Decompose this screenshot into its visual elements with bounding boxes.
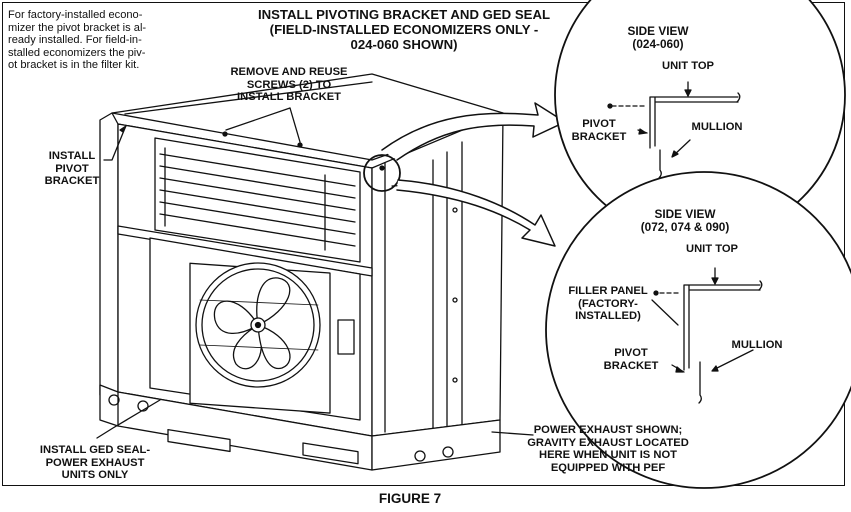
bottom-unit-top-label: UNIT TOP <box>685 243 738 255</box>
detail-circle-bottom <box>545 171 851 489</box>
figure-label: FIGURE 7 <box>378 491 442 506</box>
title-line-3: 024-060 SHOWN) <box>350 36 458 52</box>
label-line: BRACKET <box>571 130 627 143</box>
callout-line: EQUIPPED WITH PEF <box>550 461 666 474</box>
title-line-1: INSTALL PIVOTING BRACKET AND GED SEAL <box>257 7 551 22</box>
callout-line: REMOVE AND REUSE <box>230 66 348 78</box>
label-line: (FACTORY- <box>578 297 638 310</box>
callout-line: PIVOT <box>55 162 89 175</box>
callout-install-pivot-bracket: INSTALL PIVOT BRACKET <box>36 150 108 188</box>
callout-power-exhaust: POWER EXHAUST SHOWN; GRAVITY EXHAUST LOC… <box>520 424 696 474</box>
callout-line: INSTALL GED SEAL- <box>39 444 151 456</box>
pivot-bracket-location <box>363 154 401 192</box>
bottom-pivot-bracket-label: PIVOT BRACKET <box>598 347 664 372</box>
note-line: mizer the pivot bracket is al- <box>8 21 147 34</box>
label-line: PIVOT <box>582 118 616 130</box>
fan-guard-lines <box>199 299 319 351</box>
callout-line: SCREWS (2) TO <box>246 78 332 91</box>
louvers <box>159 147 356 251</box>
note-line: ot bracket is in the filter kit. <box>8 59 140 72</box>
top-detail-heading: SIDE VIEW (024-060) <box>608 24 708 52</box>
factory-install-note: For factory-installed econo- mizer the p… <box>8 9 184 72</box>
mid-rail <box>117 225 373 277</box>
callout-line: INSTALL <box>48 150 96 162</box>
callout-line: POWER EXHAUST <box>45 456 145 469</box>
fork-slot <box>167 428 231 453</box>
callout-line: GRAVITY EXHAUST LOCATED <box>527 436 689 449</box>
arrow-to-bottom-detail <box>396 179 556 247</box>
label-line: PIVOT <box>614 347 648 359</box>
callout-ged-seal: INSTALL GED SEAL- POWER EXHAUST UNITS ON… <box>22 444 168 482</box>
top-unit-top-label: UNIT TOP <box>661 60 714 72</box>
note-line: For factory-installed econo- <box>8 9 143 21</box>
top-detail-drawing <box>607 81 741 179</box>
heading-line: SIDE VIEW <box>654 207 716 221</box>
callout-line: BRACKET <box>44 175 100 188</box>
cabinet-right-side <box>371 112 504 437</box>
bottom-detail-drawing <box>651 267 763 404</box>
callout-line: POWER EXHAUST SHOWN; <box>533 424 683 436</box>
callout-remove-screws: REMOVE AND REUSE SCREWS (2) TO INSTALL B… <box>204 66 374 104</box>
filler-panel-label: FILLER PANEL (FACTORY- INSTALLED) <box>562 285 654 323</box>
figure-title: INSTALL PIVOTING BRACKET AND GED SEAL (F… <box>200 7 608 52</box>
label-line: INSTALLED) <box>575 310 641 323</box>
callout-line: UNITS ONLY <box>61 469 129 482</box>
heading-line: (024-060) <box>632 37 684 52</box>
note-line: ready installed. For field-in- <box>8 34 142 47</box>
heading-line: SIDE VIEW <box>627 24 689 38</box>
heading-line: (072, 074 & 090) <box>640 220 730 235</box>
callout-line: INSTALL BRACKET <box>237 91 341 104</box>
top-pivot-bracket-label: PIVOT BRACKET <box>566 118 632 143</box>
top-mullion-label: MULLION <box>691 121 743 133</box>
label-line: BRACKET <box>603 359 659 372</box>
bottom-detail-heading: SIDE VIEW (072, 074 & 090) <box>620 207 750 235</box>
note-line: stalled economizers the piv- <box>8 46 146 59</box>
title-line-2: (FIELD-INSTALLED ECONOMIZERS ONLY - <box>269 21 539 37</box>
label-line: FILLER PANEL <box>568 285 648 297</box>
callout-line: HERE WHEN UNIT IS NOT <box>539 449 677 462</box>
economizer-opening <box>154 137 361 263</box>
figure-frame <box>2 2 845 486</box>
bottom-mullion-label: MULLION <box>731 339 783 351</box>
